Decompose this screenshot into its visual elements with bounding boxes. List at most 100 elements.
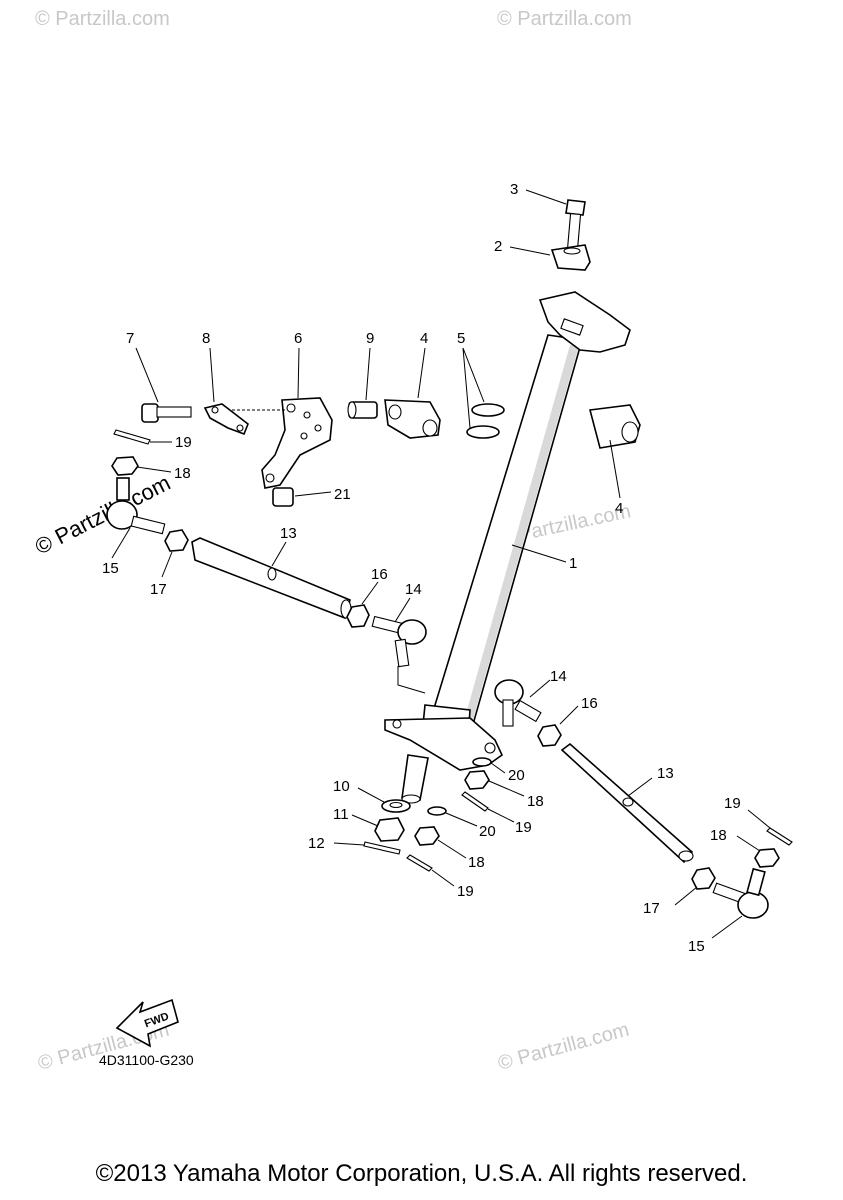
tie-rod-13-right bbox=[560, 742, 694, 864]
bushing-9 bbox=[347, 401, 378, 419]
leader-7 bbox=[135, 347, 159, 403]
leader-8 bbox=[209, 347, 215, 403]
callout-20a: 20 bbox=[508, 767, 525, 784]
bolt-7 bbox=[141, 403, 192, 423]
fwd-arrow-icon: FWD bbox=[115, 998, 179, 1048]
nut-11 bbox=[374, 817, 405, 842]
leader-21 bbox=[294, 491, 332, 497]
watermark-dark: © Partzilla.com bbox=[31, 470, 174, 560]
collar-4-left bbox=[384, 399, 441, 439]
castle-nut-18-left bbox=[111, 456, 139, 476]
leader-6 bbox=[297, 347, 300, 399]
callout-18d: 18 bbox=[710, 827, 727, 844]
collar-4-right bbox=[588, 404, 641, 449]
lock-nut-17-left bbox=[164, 529, 189, 552]
leader-13b bbox=[627, 777, 653, 797]
leader-15b bbox=[711, 915, 743, 939]
callout-16a: 16 bbox=[371, 566, 388, 583]
leader-12 bbox=[333, 842, 365, 846]
leader-16a bbox=[361, 581, 379, 605]
leader-18d bbox=[736, 835, 761, 852]
washer-20-lower bbox=[427, 806, 447, 816]
watermark-top-right: © Partzilla.com bbox=[497, 8, 632, 30]
leader-20b bbox=[445, 812, 478, 827]
castle-nut-18-upper bbox=[464, 770, 490, 790]
watermarks: © Partzilla.com © Partzilla.com © Partzi… bbox=[31, 8, 633, 1075]
callout-12: 12 bbox=[308, 835, 325, 852]
leader-4a bbox=[417, 347, 426, 399]
cotter-pin-19-upper bbox=[461, 791, 489, 812]
callout-13b: 13 bbox=[657, 765, 674, 782]
cotter-pin-19-left bbox=[113, 429, 151, 445]
leader-14b bbox=[529, 679, 551, 698]
bolt-3 bbox=[565, 199, 586, 251]
holder-2 bbox=[550, 244, 591, 271]
callout-6: 6 bbox=[294, 330, 302, 347]
tie-rod-end-15-right bbox=[712, 867, 769, 919]
leader-5 bbox=[462, 347, 485, 429]
diagram-code: 4D31100-G230 bbox=[99, 1052, 194, 1068]
leader-16b bbox=[559, 705, 579, 725]
callout-19d: 19 bbox=[724, 795, 741, 812]
callout-11: 11 bbox=[333, 806, 349, 823]
steering-shaft bbox=[384, 291, 631, 804]
leader-18b bbox=[488, 780, 525, 797]
callout-1: 1 bbox=[569, 555, 577, 572]
callout-4a: 4 bbox=[420, 330, 428, 347]
copyright-notice: ©2013 Yamaha Motor Corporation, U.S.A. A… bbox=[95, 1160, 748, 1187]
callout-7: 7 bbox=[126, 330, 134, 347]
leader-4b bbox=[609, 439, 621, 499]
leader-19d bbox=[747, 809, 771, 829]
callout-19b: 19 bbox=[515, 819, 532, 836]
callout-15a: 15 bbox=[102, 560, 119, 577]
callout-15b: 15 bbox=[688, 938, 705, 955]
leader-17a bbox=[161, 551, 173, 578]
leader-19b bbox=[487, 808, 515, 823]
callout-17b: 17 bbox=[643, 900, 660, 917]
leader-14a-link bbox=[397, 666, 426, 694]
callout-18a: 18 bbox=[174, 465, 191, 482]
callout-20b: 20 bbox=[479, 823, 496, 840]
leader-14a bbox=[394, 597, 411, 623]
callout-16b: 16 bbox=[581, 695, 598, 712]
tie-rod-end-15-left bbox=[106, 477, 166, 535]
callout-8: 8 bbox=[202, 330, 210, 347]
callout-19c: 19 bbox=[457, 883, 474, 900]
circlips-5 bbox=[466, 403, 505, 439]
leader-15a bbox=[111, 527, 131, 559]
watermark-top-left: © Partzilla.com bbox=[35, 8, 170, 30]
watermark-bottom-right: © Partzilla.com bbox=[496, 1019, 632, 1075]
callout-4b: 4 bbox=[615, 500, 623, 517]
leader-19c bbox=[431, 869, 455, 887]
leader-11 bbox=[351, 814, 379, 827]
cotter-pin-19-lower bbox=[406, 854, 433, 872]
leader-18a bbox=[136, 466, 172, 473]
nut-16-right bbox=[537, 724, 562, 747]
cotter-pin-19-right bbox=[766, 827, 793, 846]
leader-20a bbox=[490, 762, 506, 774]
tie-rod-13-left bbox=[191, 537, 352, 620]
rod-end-14-left bbox=[371, 615, 427, 668]
callout-14b: 14 bbox=[550, 668, 567, 685]
collar-21 bbox=[272, 487, 294, 507]
callout-13a: 13 bbox=[280, 525, 297, 542]
callout-21: 21 bbox=[334, 486, 351, 503]
leader-13a bbox=[271, 541, 287, 567]
nut-16-left bbox=[346, 604, 370, 628]
washer-10 bbox=[381, 799, 411, 813]
leader-1 bbox=[511, 544, 567, 563]
callout-9: 9 bbox=[366, 330, 374, 347]
callout-17a: 17 bbox=[150, 581, 167, 598]
leader-17b bbox=[674, 886, 698, 906]
washer-20-upper bbox=[472, 757, 492, 767]
castle-nut-18-lower bbox=[414, 826, 440, 846]
leader-10 bbox=[357, 787, 385, 803]
lock-washer-8 bbox=[203, 403, 249, 436]
cotter-pin-12 bbox=[363, 841, 401, 855]
castle-nut-18-right bbox=[754, 848, 780, 868]
callout-19a: 19 bbox=[175, 434, 192, 451]
callout-18c: 18 bbox=[468, 854, 485, 871]
callout-14a: 14 bbox=[405, 581, 422, 598]
rod-end-14-right bbox=[494, 679, 542, 727]
